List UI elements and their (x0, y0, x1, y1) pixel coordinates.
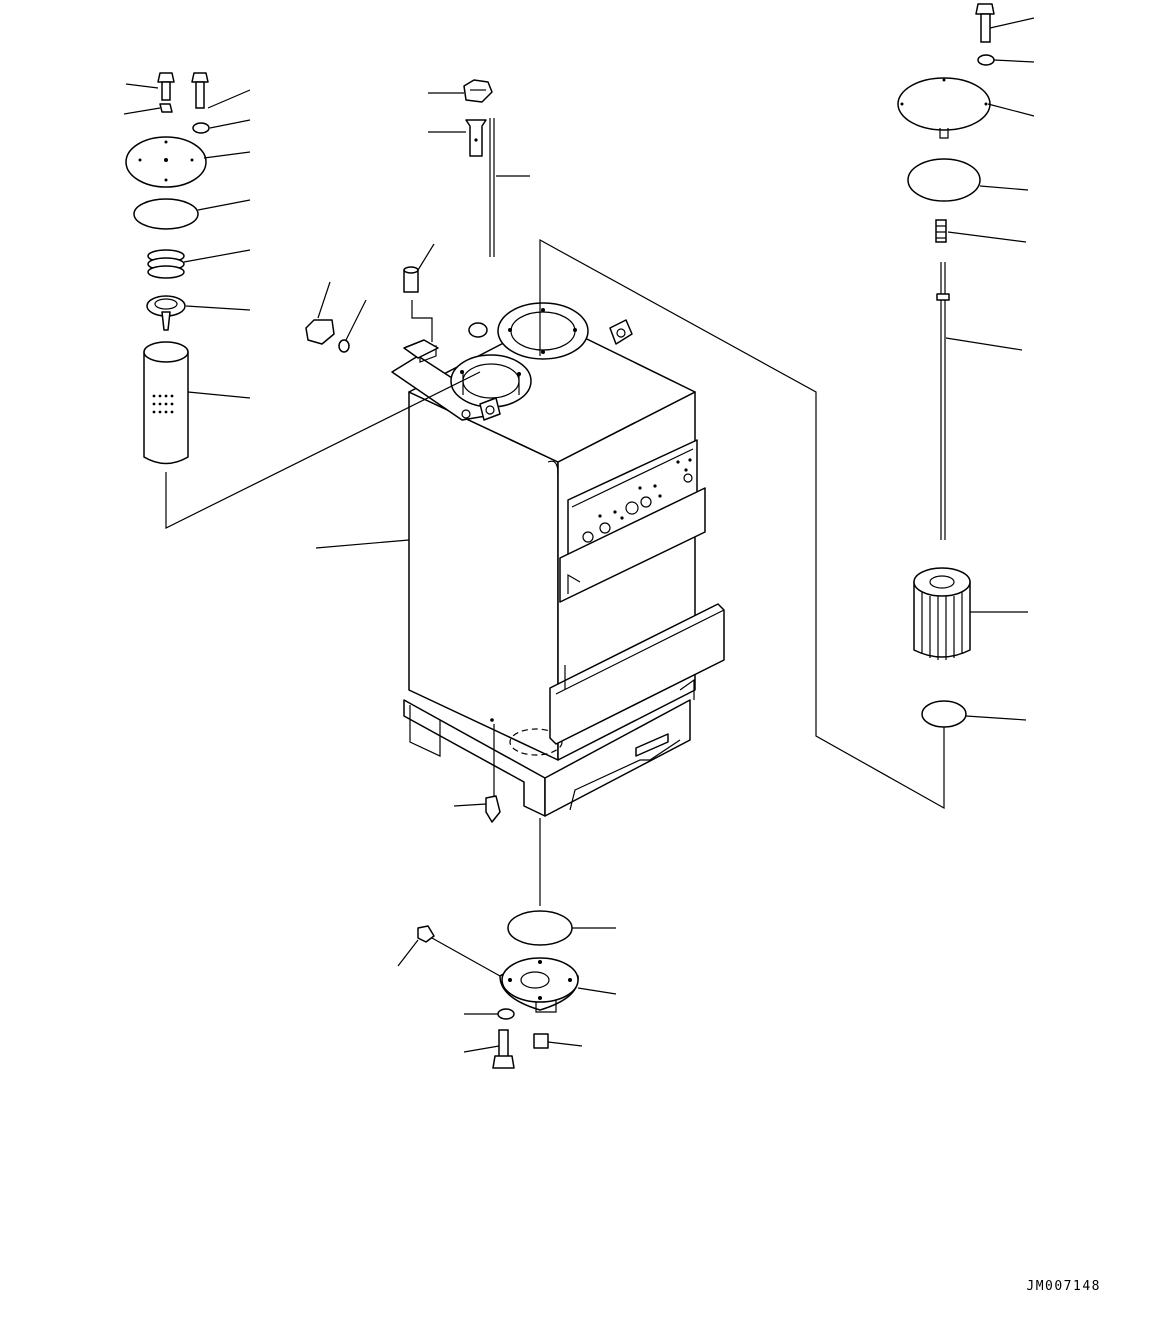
callout-leader (208, 90, 250, 108)
drawing-number: JM007148 (1026, 1279, 1101, 1294)
callout-leader (318, 282, 330, 318)
suction-strainer-assembly (540, 4, 994, 808)
callout-leader (990, 18, 1034, 28)
callout-leader (946, 338, 1022, 350)
return-filter-assembly (126, 73, 480, 528)
callout-leader (994, 60, 1034, 62)
callout-leader (198, 200, 250, 210)
callout-leader (204, 152, 250, 158)
callout-leader (966, 716, 1026, 720)
callout-leader (210, 120, 250, 128)
bolt (158, 73, 208, 108)
callout-leader (988, 104, 1034, 116)
drain-cover-assembly (418, 724, 578, 1068)
tank-top-openings (392, 303, 632, 420)
callout-leader (184, 250, 250, 262)
hydraulic-tank (404, 320, 724, 816)
callout-leader (126, 84, 158, 88)
callout-leader (980, 186, 1028, 190)
callout-leader (464, 1046, 499, 1052)
callout-leader (398, 940, 418, 966)
callout-leader (418, 244, 434, 270)
callout-leader (578, 988, 616, 994)
callout-leader (346, 300, 366, 340)
callout-leader (454, 804, 486, 806)
callout-leader (188, 392, 250, 398)
callout-leader (316, 540, 409, 548)
callout-leader (548, 1042, 582, 1046)
filler-cap-and-dipstick (306, 80, 494, 358)
callout-leaders (124, 18, 1034, 1052)
callout-leader (124, 108, 160, 114)
callout-leader (186, 306, 250, 310)
callout-leader (948, 232, 1026, 242)
